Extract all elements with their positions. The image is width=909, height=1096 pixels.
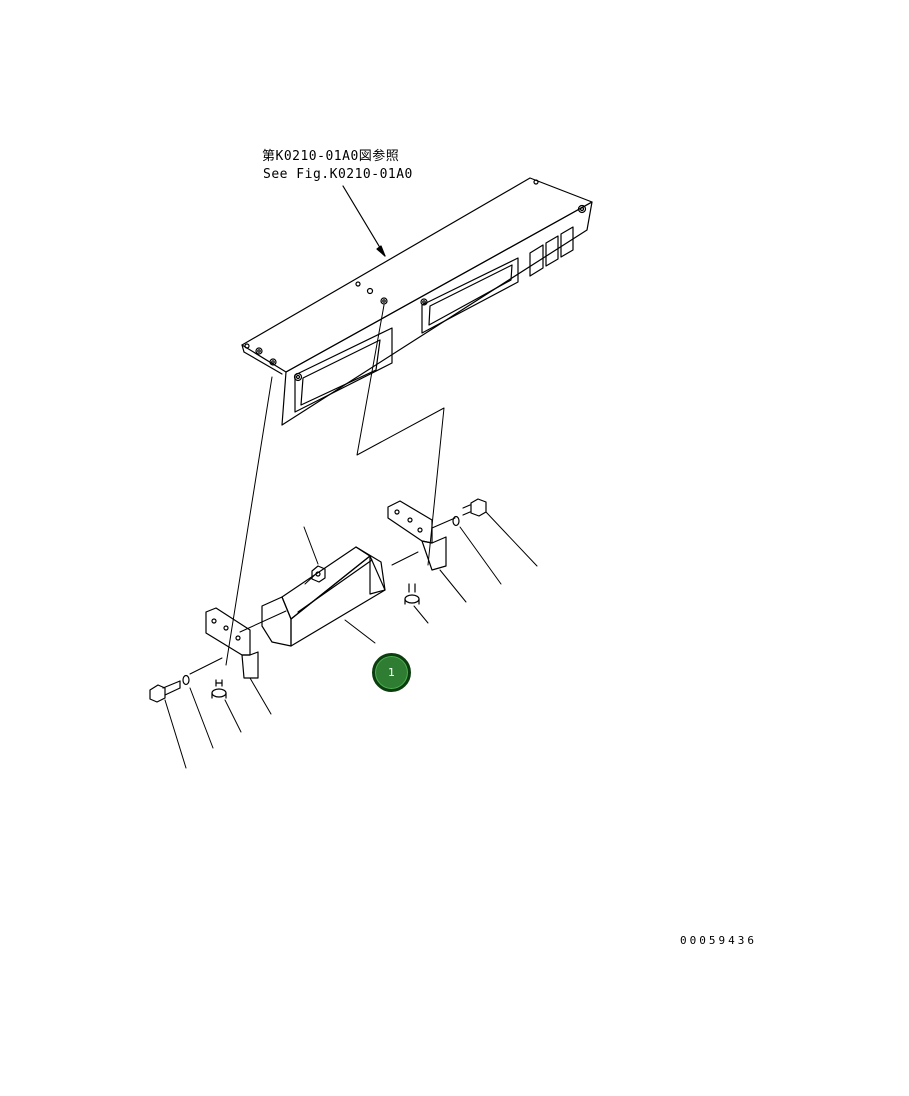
right-bracket xyxy=(387,500,447,571)
bolt-left xyxy=(149,680,181,703)
reference-note-japanese: 第K0210-01A0図参照 xyxy=(262,149,400,164)
hex-nut xyxy=(311,565,326,583)
reference-note-english: See Fig.K0210-01A0 xyxy=(263,167,413,182)
assembly-lines xyxy=(189,304,456,675)
bolt-right xyxy=(462,498,487,517)
figure-number: 00059436 xyxy=(680,934,757,947)
callout-part-1[interactable]: 1 xyxy=(372,653,411,692)
screw-right xyxy=(404,583,420,605)
cover-part-1 xyxy=(261,546,386,647)
reference-leader-arrow xyxy=(342,185,386,257)
washer-left xyxy=(182,674,190,686)
screw-left xyxy=(211,679,227,699)
callout-leaders xyxy=(164,511,538,769)
instrument-panel xyxy=(241,177,593,426)
left-bracket xyxy=(205,607,259,679)
washer-right xyxy=(452,515,460,527)
